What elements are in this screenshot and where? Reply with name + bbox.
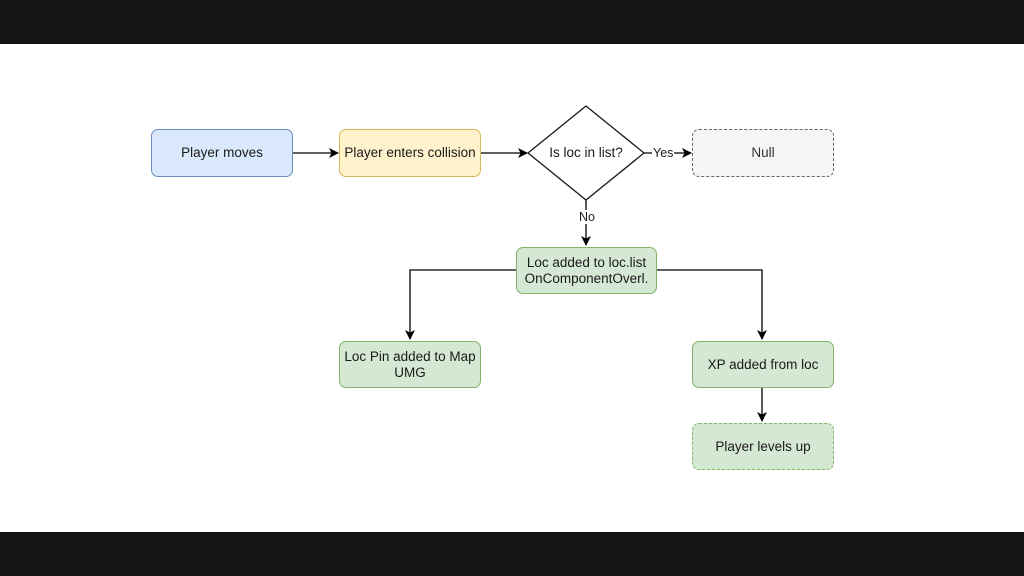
letterbox-top bbox=[0, 0, 1024, 44]
node-is-loc-in-list[interactable]: Is loc in list? bbox=[549, 145, 623, 160]
edge-label-no: No bbox=[578, 210, 596, 224]
diagram-canvas: Player moves Player enters collision Is … bbox=[0, 44, 1024, 532]
edge-label-yes: Yes bbox=[652, 146, 675, 160]
edge-loc-added-to-xp bbox=[657, 269, 767, 340]
node-xp-added[interactable]: XP added from loc bbox=[692, 341, 834, 388]
node-loc-added[interactable]: Loc added to loc.list OnComponentOverl. bbox=[516, 247, 657, 294]
edge-loc-added-to-pin bbox=[405, 269, 516, 340]
node-player-enters-collision[interactable]: Player enters collision bbox=[339, 129, 481, 177]
connector-layer bbox=[293, 105, 767, 422]
node-loc-pin-added[interactable]: Loc Pin added to Map UMG bbox=[339, 341, 481, 388]
node-null[interactable]: Null bbox=[692, 129, 834, 177]
letterbox-bottom bbox=[0, 532, 1024, 576]
node-player-moves[interactable]: Player moves bbox=[151, 129, 293, 177]
node-player-levels-up[interactable]: Player levels up bbox=[692, 423, 834, 470]
